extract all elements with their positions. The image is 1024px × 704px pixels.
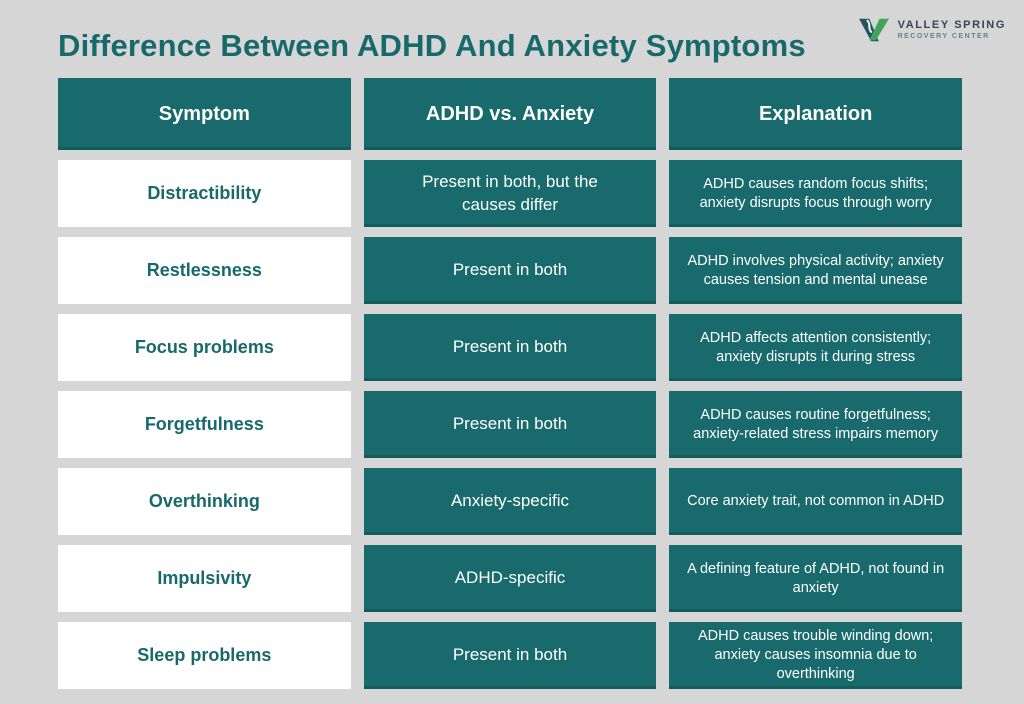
comparison-cell: Present in both bbox=[363, 237, 657, 304]
comparison-cell: Present in both, but the causes differ bbox=[363, 160, 657, 227]
symptom-cell: Impulsivity bbox=[58, 545, 351, 612]
header-area: Difference Between ADHD And Anxiety Symp… bbox=[0, 0, 1024, 64]
comparison-cell: Present in both bbox=[363, 622, 657, 689]
comparison-cell: Present in both bbox=[363, 314, 657, 381]
infographic-page: Difference Between ADHD And Anxiety Symp… bbox=[0, 0, 1024, 689]
logo-name: VALLEY SPRING bbox=[897, 19, 1006, 31]
logo-subtitle: RECOVERY CENTER bbox=[897, 33, 990, 40]
comparison-cell: Present in both bbox=[363, 391, 657, 458]
valley-spring-logo: VALLEY SPRING RECOVERY CENTER bbox=[857, 16, 1010, 44]
explanation-cell: ADHD affects attention consistently; anx… bbox=[669, 314, 962, 381]
column-header-adhd-vs-anxiety: ADHD vs. Anxiety bbox=[363, 78, 657, 150]
symptom-cell: Overthinking bbox=[58, 468, 351, 535]
comparison-table: Symptom ADHD vs. Anxiety Explanation Dis… bbox=[58, 78, 962, 689]
column-header-explanation: Explanation bbox=[669, 78, 962, 150]
symptom-cell: Restlessness bbox=[58, 237, 351, 304]
symptom-cell: Focus problems bbox=[58, 314, 351, 381]
v-checkmark-icon bbox=[858, 18, 889, 42]
symptom-cell: Forgetfulness bbox=[58, 391, 351, 458]
symptom-cell: Distractibility bbox=[58, 160, 351, 227]
explanation-cell: ADHD causes trouble winding down; anxiet… bbox=[669, 622, 962, 689]
explanation-cell: ADHD involves physical activity; anxiety… bbox=[669, 237, 962, 304]
logo-text: VALLEY SPRING RECOVERY CENTER bbox=[898, 16, 1006, 40]
column-header-symptom: Symptom bbox=[58, 78, 351, 150]
symptom-cell: Sleep problems bbox=[58, 622, 351, 689]
comparison-cell: ADHD-specific bbox=[363, 545, 657, 612]
comparison-cell: Anxiety-specific bbox=[363, 468, 657, 535]
explanation-cell: ADHD causes routine forgetfulness; anxie… bbox=[669, 391, 962, 458]
explanation-cell: ADHD causes random focus shifts; anxiety… bbox=[669, 160, 962, 227]
page-title: Difference Between ADHD And Anxiety Symp… bbox=[58, 28, 806, 63]
explanation-cell: Core anxiety trait, not common in ADHD bbox=[669, 468, 962, 535]
explanation-cell: A defining feature of ADHD, not found in… bbox=[669, 545, 962, 612]
